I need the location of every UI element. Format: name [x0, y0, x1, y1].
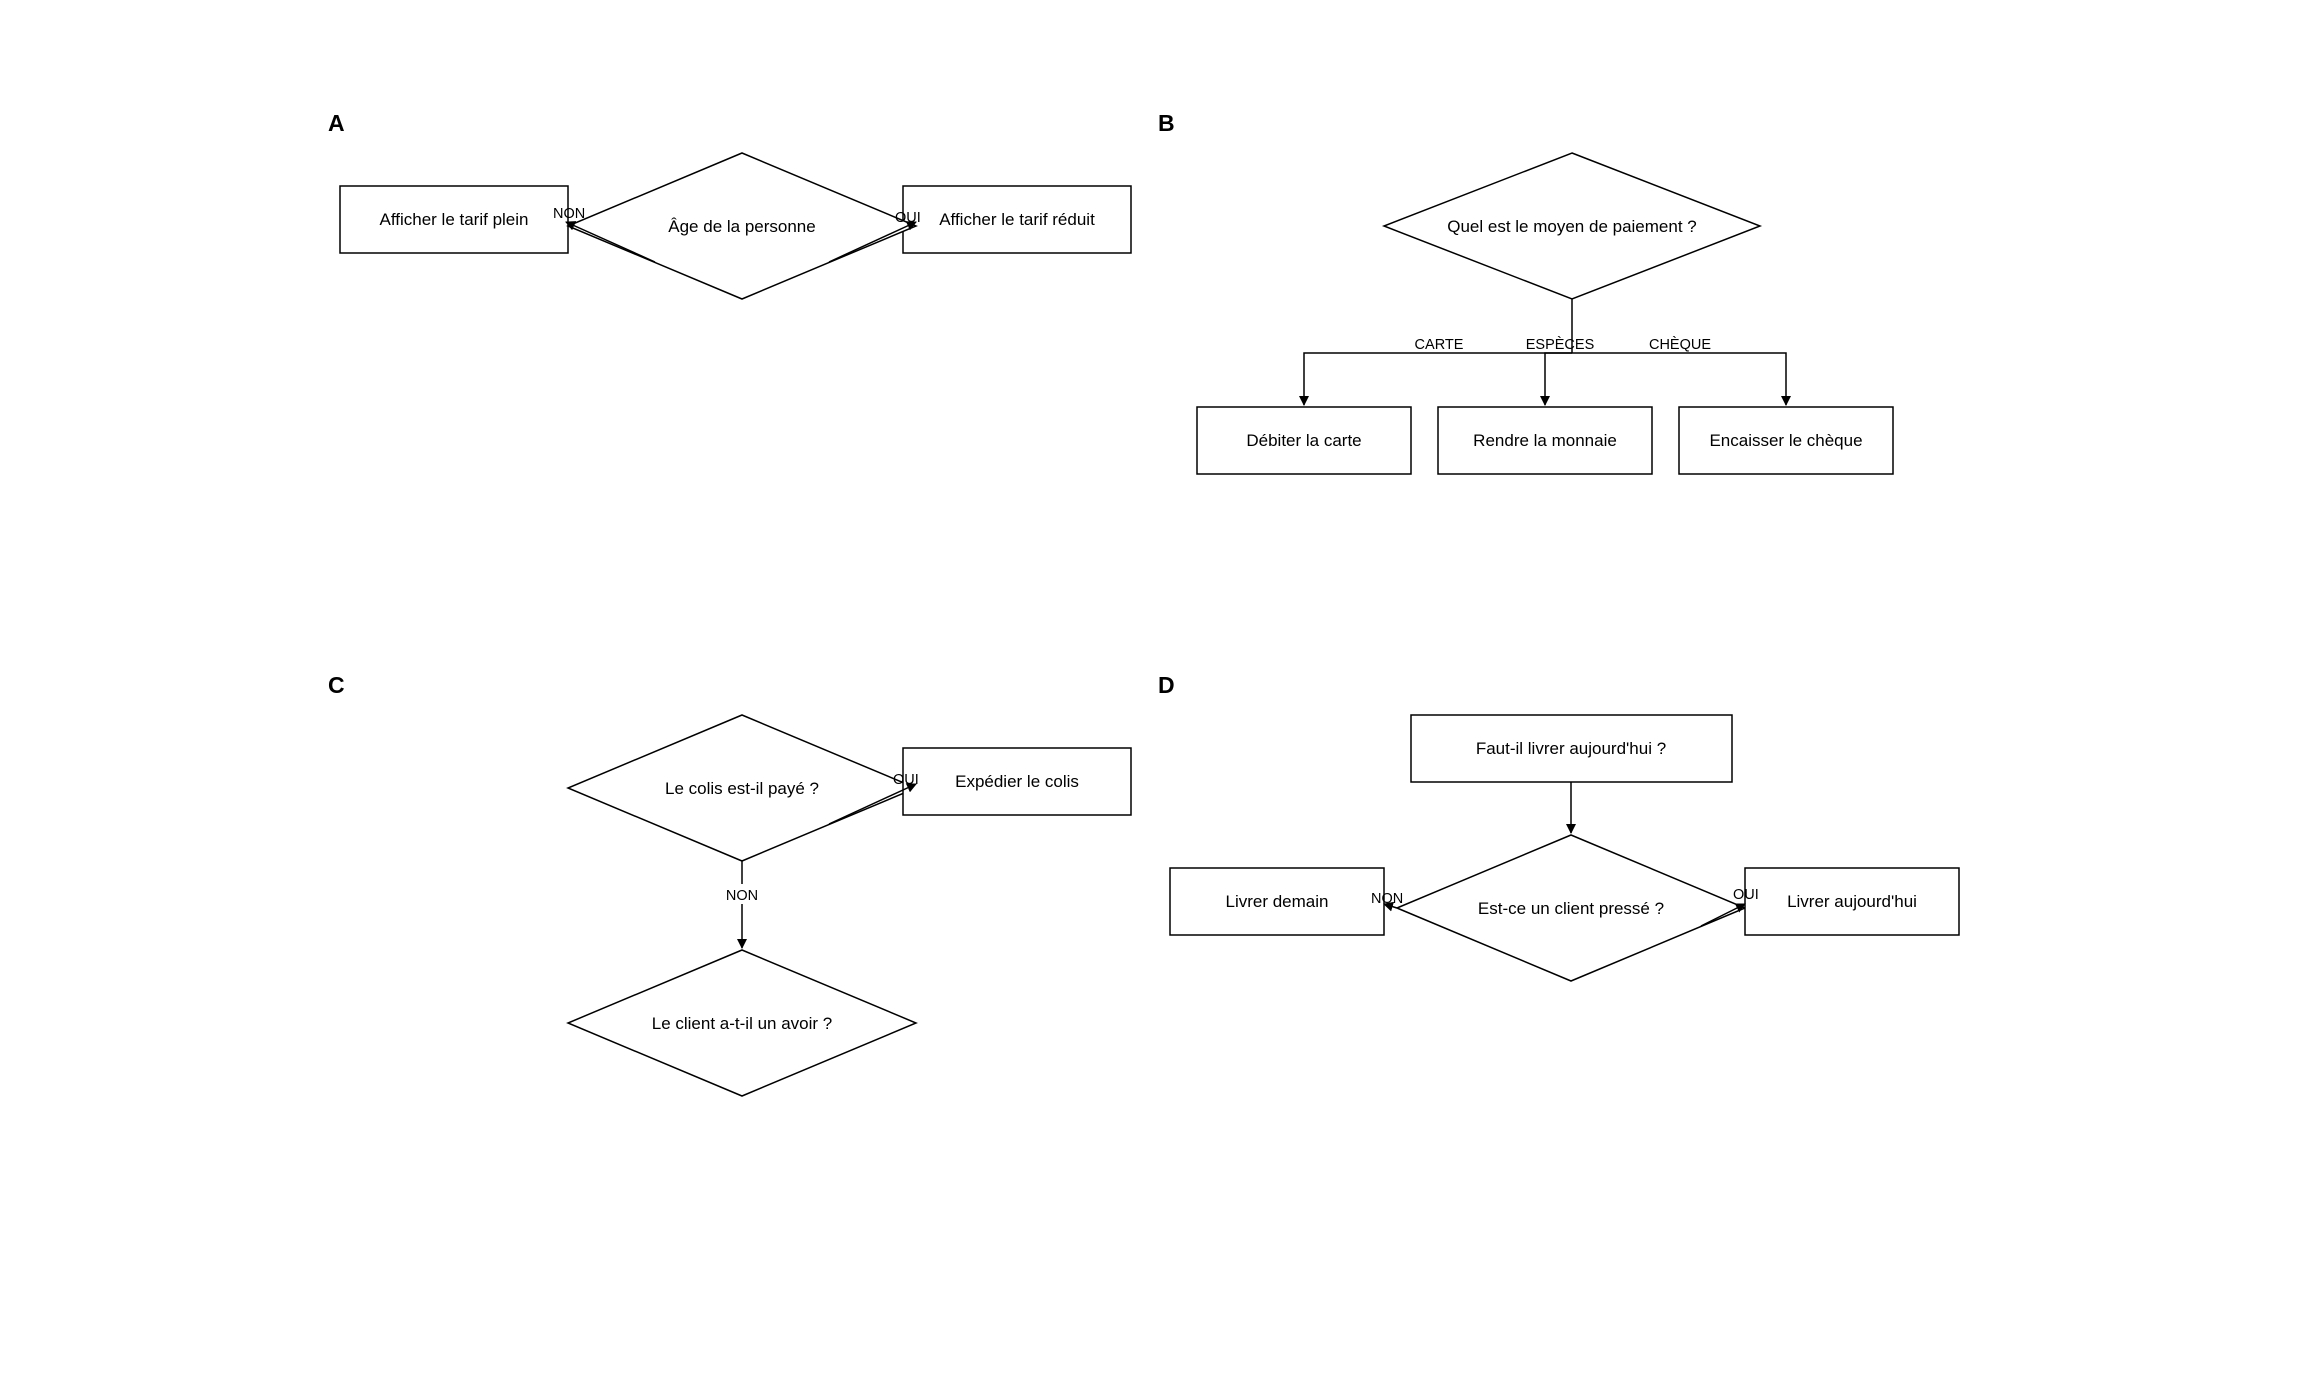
- panel-a: A Afficher le tarif plein Afficher le ta…: [328, 110, 1132, 300]
- panel-c-non-label-bg: [724, 884, 760, 904]
- panel-b-label-carte: CARTE: [1415, 337, 1464, 353]
- panel-a-edge-non: [565, 221, 656, 263]
- panel-d-edge-non: [1383, 901, 1398, 912]
- panel-c-ship-box-text: Expédier le colis: [955, 772, 1079, 791]
- panel-a-left-box-text: Afficher le tarif plein: [380, 210, 529, 229]
- panel-a-left-box: [339, 185, 569, 254]
- panel-c: C Le colis est-il payé ? Expédier le col…: [328, 672, 1132, 1097]
- panel-a-letter: A: [328, 110, 345, 136]
- panel-b-edge-carte: [1299, 352, 1572, 406]
- panel-d-right-box: [1744, 867, 1960, 936]
- panel-d-oui-label: OUI: [1733, 887, 1759, 903]
- panel-c-decision-credit-text: Le client a-t-il un avoir ?: [652, 1014, 832, 1033]
- panel-d: D Faut-il livrer aujourd'hui ? Est-ce un…: [1158, 672, 1960, 982]
- panel-d-right-box-text: Livrer aujourd'hui: [1787, 892, 1917, 911]
- panel-a-non-label: NON: [553, 206, 585, 222]
- panel-c-edge-oui: [828, 783, 917, 825]
- panel-a-right-box: [902, 185, 1132, 254]
- panel-d-left-box-text: Livrer demain: [1226, 892, 1329, 911]
- panel-c-non-label: NON: [726, 888, 758, 904]
- panel-a-right-box-text: Afficher le tarif réduit: [939, 210, 1095, 229]
- panel-c-decision-credit: [566, 949, 918, 1097]
- panel-c-decision-paid-text: Le colis est-il payé ?: [665, 779, 819, 798]
- panel-b-decision-text: Quel est le moyen de paiement ?: [1447, 217, 1696, 236]
- panel-a-decision: [566, 152, 918, 300]
- panel-b-box-cheque: [1678, 406, 1894, 475]
- panel-b-edge-cheque: [1572, 352, 1791, 406]
- panel-b-edge-especes: [1540, 352, 1572, 406]
- panel-d-letter: D: [1158, 672, 1175, 698]
- panel-b-box-cheque-text: Encaisser le chèque: [1709, 431, 1862, 450]
- panel-b: B Quel est le moyen de paiement ? CARTE …: [1158, 110, 1894, 475]
- panel-c-letter: C: [328, 672, 345, 698]
- panel-d-decision: [1395, 834, 1747, 982]
- panel-d-decision-text: Est-ce un client pressé ?: [1478, 899, 1664, 918]
- panel-d-non-label: NON: [1371, 891, 1403, 907]
- panel-b-label-especes: ESPÈCES: [1526, 336, 1595, 353]
- panel-a-oui-label: OUI: [895, 210, 921, 226]
- panel-d-top-box-text: Faut-il livrer aujourd'hui ?: [1476, 739, 1666, 758]
- panel-a-decision-text: Âge de la personne: [668, 217, 815, 236]
- panel-a-edge-oui: [828, 221, 917, 263]
- panel-b-letter: B: [1158, 110, 1175, 136]
- panel-d-left-box: [1169, 867, 1385, 936]
- panel-d-top-box: [1410, 714, 1733, 783]
- panel-b-box-especes-text: Rendre la monnaie: [1473, 431, 1617, 450]
- panel-b-box-carte-text: Débiter la carte: [1246, 431, 1361, 450]
- panel-b-box-carte: [1196, 406, 1412, 475]
- panel-d-edge-oui: [1700, 903, 1746, 927]
- panel-b-label-cheque: CHÈQUE: [1649, 336, 1711, 353]
- panel-c-oui-label: OUI: [893, 772, 919, 788]
- panel-c-ship-box: [902, 747, 1132, 816]
- panel-b-box-especes: [1437, 406, 1653, 475]
